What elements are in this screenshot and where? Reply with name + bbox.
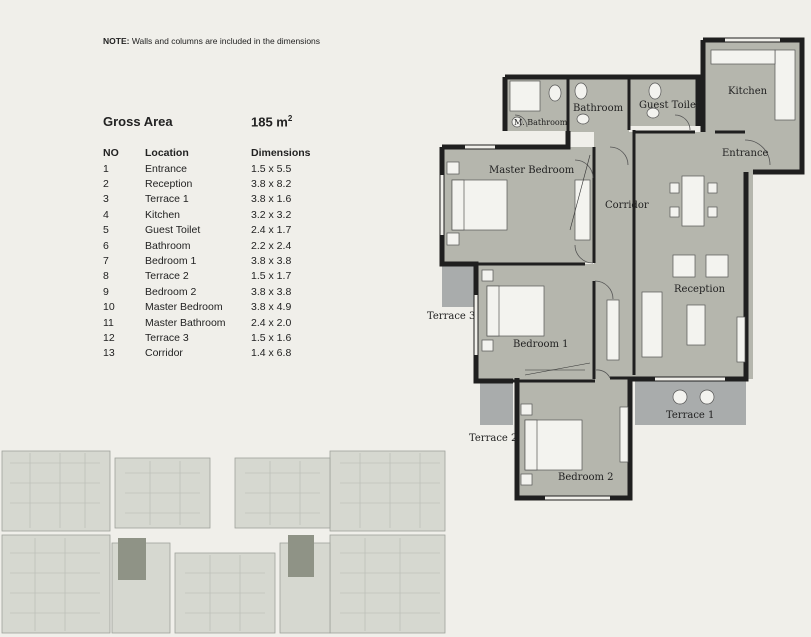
- note-text: Walls and columns are included in the di…: [131, 36, 321, 46]
- table-row: 9 Bedroom 2 3.8 x 3.8: [101, 284, 333, 299]
- row-dimensions: 1.5 x 1.7: [251, 270, 292, 283]
- gross-area-number: 185 m: [251, 114, 288, 130]
- terrace-1-area: [635, 379, 746, 425]
- label-terrace-1: Terrace 1: [666, 410, 714, 421]
- label-master-bedroom: Master Bedroom: [489, 165, 575, 176]
- row-no: 12: [103, 331, 115, 344]
- row-no: 6: [103, 239, 109, 252]
- row-dimensions: 1.4 x 6.8: [251, 347, 292, 360]
- label-bedroom-1: Bedroom 1: [513, 339, 569, 350]
- room-dimensions-table: NO Location Dimensions 1 Entrance 1.5 x 5.…: [101, 145, 333, 361]
- label-kitchen: Kitchen: [728, 86, 768, 97]
- row-dimensions: 3.8 x 8.2: [251, 178, 292, 191]
- gross-area-unit: 2: [287, 114, 293, 123]
- label-m-bathroom: M. Bathroom: [514, 118, 568, 127]
- row-location: Corridor: [145, 347, 183, 360]
- table-row: 4 Kitchen 3.2 x 3.2: [101, 207, 333, 222]
- label-terrace-3: Terrace 3: [427, 311, 475, 322]
- row-location: Entrance: [145, 162, 188, 175]
- table-row: 3 Terrace 1 3.8 x 1.6: [101, 192, 333, 207]
- label-bathroom: Bathroom: [573, 103, 624, 114]
- col-header-location: Location: [145, 147, 189, 159]
- col-header-dimensions: Dimensions: [251, 147, 311, 159]
- gross-area-value: 185 m2: [251, 114, 292, 129]
- row-dimensions: 3.8 x 1.6: [251, 193, 292, 206]
- row-dimensions: 1.5 x 1.6: [251, 331, 292, 344]
- site-plan-grid: [10, 453, 440, 631]
- label-bedroom-2: Bedroom 2: [558, 472, 614, 483]
- row-dimensions: 1.5 x 5.5: [251, 162, 292, 175]
- dimensions-note: NOTE: Walls and columns are included in …: [103, 36, 320, 46]
- row-location: Kitchen: [145, 208, 181, 221]
- interior-walls: [476, 79, 745, 383]
- table-row: 2 Reception 3.8 x 8.2: [101, 176, 333, 191]
- row-location: Master Bathroom: [145, 316, 226, 329]
- note-prefix: NOTE:: [103, 36, 130, 46]
- gross-area-label: Gross Area: [103, 114, 173, 129]
- furniture: [446, 49, 796, 486]
- label-entrance: Entrance: [722, 148, 769, 159]
- table-row: 8 Terrace 2 1.5 x 1.7: [101, 269, 333, 284]
- row-location: Master Bedroom: [145, 301, 223, 314]
- row-dimensions: 3.2 x 3.2: [251, 208, 292, 221]
- row-no: 11: [103, 316, 114, 329]
- row-no: 5: [103, 224, 109, 237]
- table-row: 7 Bedroom 1 3.8 x 3.8: [101, 253, 333, 268]
- table-header-row: NO Location Dimensions: [101, 145, 333, 161]
- row-no: 9: [103, 285, 109, 298]
- row-location: Bedroom 1: [145, 255, 197, 268]
- row-dimensions: 2.4 x 2.0: [251, 316, 292, 329]
- site-plan-highlighted-units: [118, 535, 314, 580]
- terrace-3-area: [442, 264, 476, 307]
- row-dimensions: 3.8 x 3.8: [251, 255, 292, 268]
- table-row: 13 Corridor 1.4 x 6.8: [101, 346, 333, 361]
- table-row: 11 Master Bathroom 2.4 x 2.0: [101, 315, 333, 330]
- row-location: Guest Toilet: [145, 224, 201, 237]
- row-location: Bedroom 2: [145, 285, 197, 298]
- row-no: 8: [103, 270, 109, 283]
- table-row: 6 Bathroom 2.2 x 2.4: [101, 238, 333, 253]
- row-no: 3: [103, 193, 109, 206]
- col-header-no: NO: [103, 147, 119, 159]
- row-dimensions: 3.8 x 3.8: [251, 285, 292, 298]
- apartment-floor-plan: Kitchen Guest Toilet Bathroom M. Bathroo…: [427, 37, 805, 501]
- row-dimensions: 3.8 x 4.9: [251, 301, 292, 314]
- windows: [440, 38, 780, 500]
- row-no: 4: [103, 208, 109, 221]
- label-terrace-2: Terrace 2: [469, 433, 517, 444]
- row-location: Terrace 3: [145, 331, 189, 344]
- terrace-2-area: [480, 381, 513, 425]
- row-location: Reception: [145, 178, 193, 191]
- row-no: 10: [103, 301, 115, 314]
- row-location: Terrace 2: [145, 270, 189, 283]
- building-site-plan: [0, 448, 450, 637]
- label-reception: Reception: [674, 284, 726, 295]
- row-no: 1: [103, 162, 109, 175]
- door-swings: [514, 114, 771, 379]
- table-row: 12 Terrace 3 1.5 x 1.6: [101, 330, 333, 345]
- table-row: 1 Entrance 1.5 x 5.5: [101, 161, 333, 176]
- row-dimensions: 2.2 x 2.4: [251, 239, 292, 252]
- row-no: 2: [103, 178, 109, 191]
- row-no: 7: [103, 255, 109, 268]
- row-location: Terrace 1: [145, 193, 189, 206]
- label-corridor: Corridor: [605, 200, 649, 211]
- label-guest-toilet: Guest Toilet: [639, 100, 700, 111]
- stair-hatch: [524, 154, 591, 376]
- row-no: 13: [103, 347, 115, 360]
- site-plan-blocks: [1, 450, 446, 634]
- table-row: 10 Master Bedroom 3.8 x 4.9: [101, 300, 333, 315]
- table-row: 5 Guest Toilet 2.4 x 1.7: [101, 223, 333, 238]
- row-dimensions: 2.4 x 1.7: [251, 224, 292, 237]
- row-location: Bathroom: [145, 239, 191, 252]
